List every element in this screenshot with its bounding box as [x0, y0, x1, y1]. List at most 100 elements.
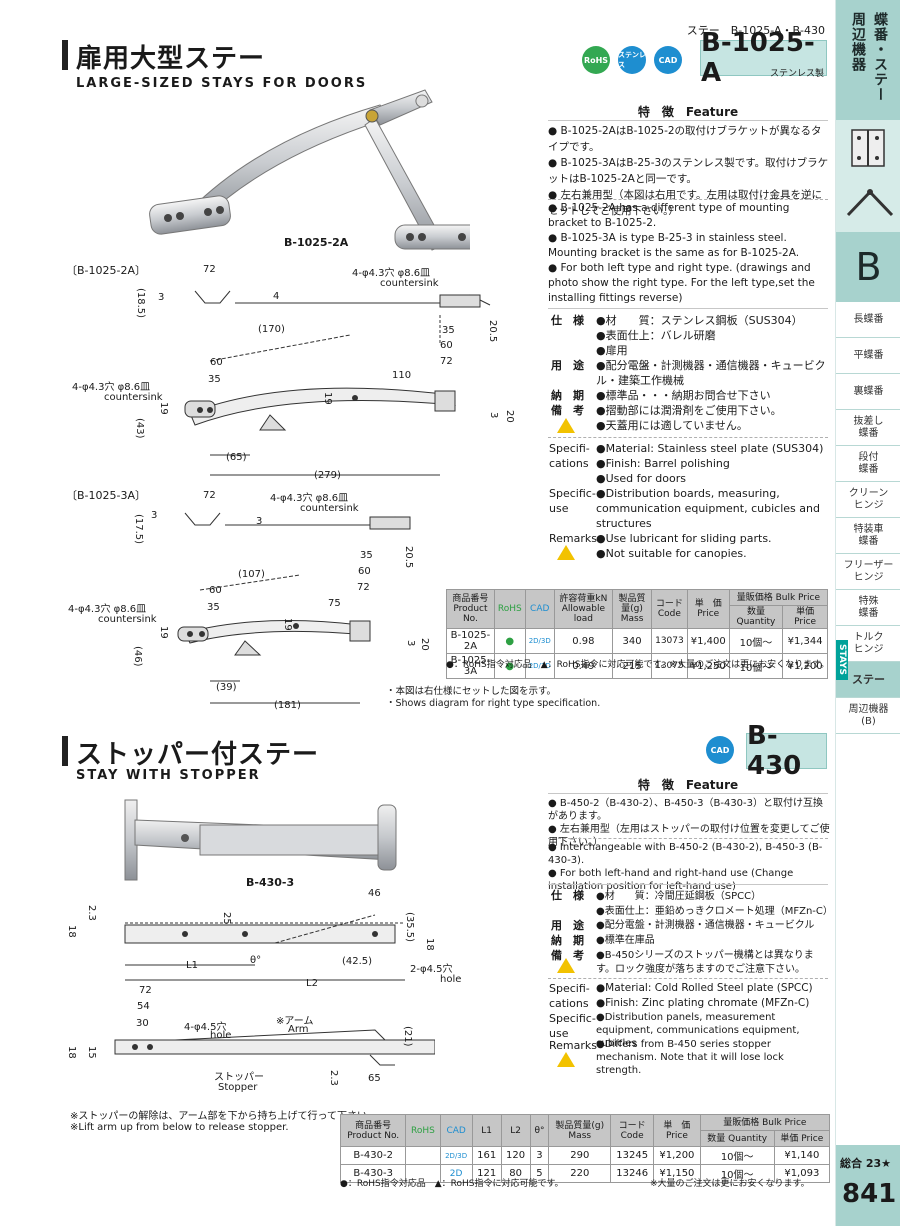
feature-item: ● B-450-2（B-430-2）、B-450-3（B-430-3）と取付け互…: [548, 798, 824, 822]
col-header: CAD: [439, 1114, 473, 1147]
dim: (35.5): [404, 912, 415, 943]
rail-item[interactable]: 裏蝶番: [836, 374, 900, 410]
spec-label: 納 期: [551, 934, 584, 947]
col-header: RoHS: [405, 1114, 441, 1147]
dim: 19: [282, 618, 293, 631]
rail-item[interactable]: 特装車 蝶番: [836, 518, 900, 554]
rail-list: 長蝶番 平蝶番 裏蝶番 抜差し 蝶番 段付 蝶番 クリーン ヒンジ 特装車 蝶番…: [836, 302, 900, 734]
drawing-b430: [114, 914, 435, 1066]
dim: 46: [368, 888, 381, 899]
col-header: 商品番号 Product No.: [339, 1114, 407, 1147]
col-header: CAD: [524, 589, 555, 629]
spec-label: 備 考: [551, 404, 584, 417]
drawing-b1025-3a: [177, 512, 411, 704]
dim: 25: [221, 912, 232, 925]
spec-values: ●配分電盤・計測機器・通信機器・キュービクル: [596, 920, 815, 931]
page-number-block: 総合 23★ 841: [836, 1145, 900, 1226]
diagram-note: ・本図は右仕様にセットした図を示す。: [386, 686, 557, 697]
rohs-badge: RoHS: [582, 46, 610, 74]
model-box: B-430: [746, 721, 827, 781]
warning-icon: [557, 545, 575, 560]
col-header: L1: [471, 1114, 502, 1147]
spec-label: Specifi- cations: [549, 982, 590, 1010]
rail-category-header: 蝶番・ステー 周辺機器: [836, 0, 900, 120]
dim: (39): [216, 682, 237, 693]
rail-item[interactable]: フリーザー ヒンジ: [836, 554, 900, 590]
dim: (21): [402, 1026, 413, 1047]
dim: 4: [273, 291, 280, 302]
dim: 18: [66, 925, 77, 938]
col-header: 量販価格 Bulk Price: [699, 1114, 831, 1131]
col-header: コード Code: [651, 589, 688, 629]
spec-label: Specific- use: [549, 487, 596, 515]
dim: 3: [405, 640, 416, 647]
rail-item[interactable]: 周辺機器 (B): [836, 698, 900, 734]
spec-label: 用 途: [551, 359, 584, 372]
dim: (42.5): [342, 956, 373, 967]
col-header: 量販価格 Bulk Price: [728, 589, 829, 606]
dim: 19: [322, 392, 333, 405]
dim: (65): [226, 452, 247, 463]
dim: L1: [186, 960, 198, 971]
stopper-note: ※Lift arm up from below to release stopp…: [70, 1122, 289, 1133]
rail-item[interactable]: 特殊 蝶番: [836, 590, 900, 626]
rail-item[interactable]: クリーン ヒンジ: [836, 482, 900, 518]
spec-label: 納 期: [551, 389, 584, 402]
index-rail: 蝶番・ステー 周辺機器 B 長蝶番 平蝶番 裏蝶番 抜差し 蝶番 段付 蝶番 ク…: [835, 0, 900, 1226]
dim: 19: [158, 626, 169, 639]
col-header: 数量 Quantity: [699, 1130, 775, 1147]
dim: (279): [314, 470, 341, 481]
rail-item[interactable]: 段付 蝶番: [836, 446, 900, 482]
table-row: B-430-2 2D/3D 161 120 3 290 13245 ¥1,200…: [339, 1146, 831, 1165]
spec-values: ●材 質：ステンレス鋼板（SUS304） ●表面仕上：バレル研磨 ●扉用: [596, 314, 803, 357]
dim: 60: [358, 566, 371, 577]
divider: [548, 199, 828, 200]
dim: hole: [440, 974, 462, 985]
feature-item: ● B-1025-3AはB-25-3のステンレス製です。取付けブラケットはB-1…: [548, 157, 829, 185]
diagram-note: ・Shows diagram for right type specificat…: [386, 698, 601, 709]
series-header: ステー B-1025-A・B-430: [686, 24, 825, 37]
rail-item[interactable]: 抜差し 蝶番: [836, 410, 900, 446]
features-jp: ● B-450-2（B-430-2）、B-450-3（B-430-3）と取付け互…: [548, 797, 832, 849]
divider: [548, 978, 828, 979]
feature-item: ● B-1025-3A is type B-25-3 in stainless …: [548, 232, 800, 259]
photo-label: B-1025-2A: [284, 236, 349, 249]
divider: [548, 838, 828, 839]
dim: 20: [504, 410, 515, 423]
dim: Arm: [288, 1024, 309, 1035]
dim: 35: [360, 550, 373, 561]
spec-values: ●Material: Cold Rolled Steel plate (SPCC…: [596, 982, 813, 1009]
section1-title-en: LARGE-SIZED STAYS FOR DOORS: [76, 76, 368, 91]
col-header: L2: [500, 1114, 531, 1147]
dim: 110: [392, 370, 412, 381]
rail-item[interactable]: 平蝶番: [836, 338, 900, 374]
dim: (107): [238, 569, 265, 580]
dim: θ°: [250, 955, 262, 966]
dim: (18.5): [135, 288, 146, 319]
dim: 54: [137, 1001, 150, 1012]
dim: countersink: [300, 503, 359, 514]
stay-with-stopper-photo: [124, 799, 397, 881]
table-row: B-430-3 2D 121 80 5 220 13246 ¥1,150 10個…: [339, 1164, 831, 1183]
dim: countersink: [98, 614, 157, 625]
spec-values: ●材 質：冷間圧延鋼板（SPCC） ●表面仕上：亜鉛めっきクロメート処理（MFZ…: [596, 891, 833, 917]
feature-heading: 特 徴 Feature: [637, 778, 739, 792]
col-header: 単価 Price: [773, 1130, 831, 1147]
dim: 75: [328, 598, 341, 609]
dim: 3: [488, 412, 499, 419]
col-header: RoHS: [493, 589, 526, 629]
title-bar: [62, 736, 68, 766]
rail-item[interactable]: 長蝶番: [836, 302, 900, 338]
photo-label: B-430-3: [246, 876, 295, 889]
col-header: 数量 Quantity: [728, 605, 784, 629]
feature-heading: 特 徴 Feature: [637, 105, 739, 119]
table-row: B-1025-3A ● 2D/3D 0.49 215 13075 ¥1,250 …: [446, 653, 828, 679]
dim: 4-φ4.3穴 φ8.6皿: [68, 604, 147, 615]
spec-label: 仕 様: [551, 889, 584, 902]
dim: 4-φ4.3穴 φ8.6皿: [352, 268, 431, 279]
col-header: θ°: [529, 1114, 550, 1147]
col-header: 単 価 Price: [653, 1114, 701, 1147]
price-table: 商品番号 Product No. RoHS CAD L1 L2 θ° 製品質量(…: [339, 1114, 831, 1183]
dim: 3: [151, 510, 158, 521]
